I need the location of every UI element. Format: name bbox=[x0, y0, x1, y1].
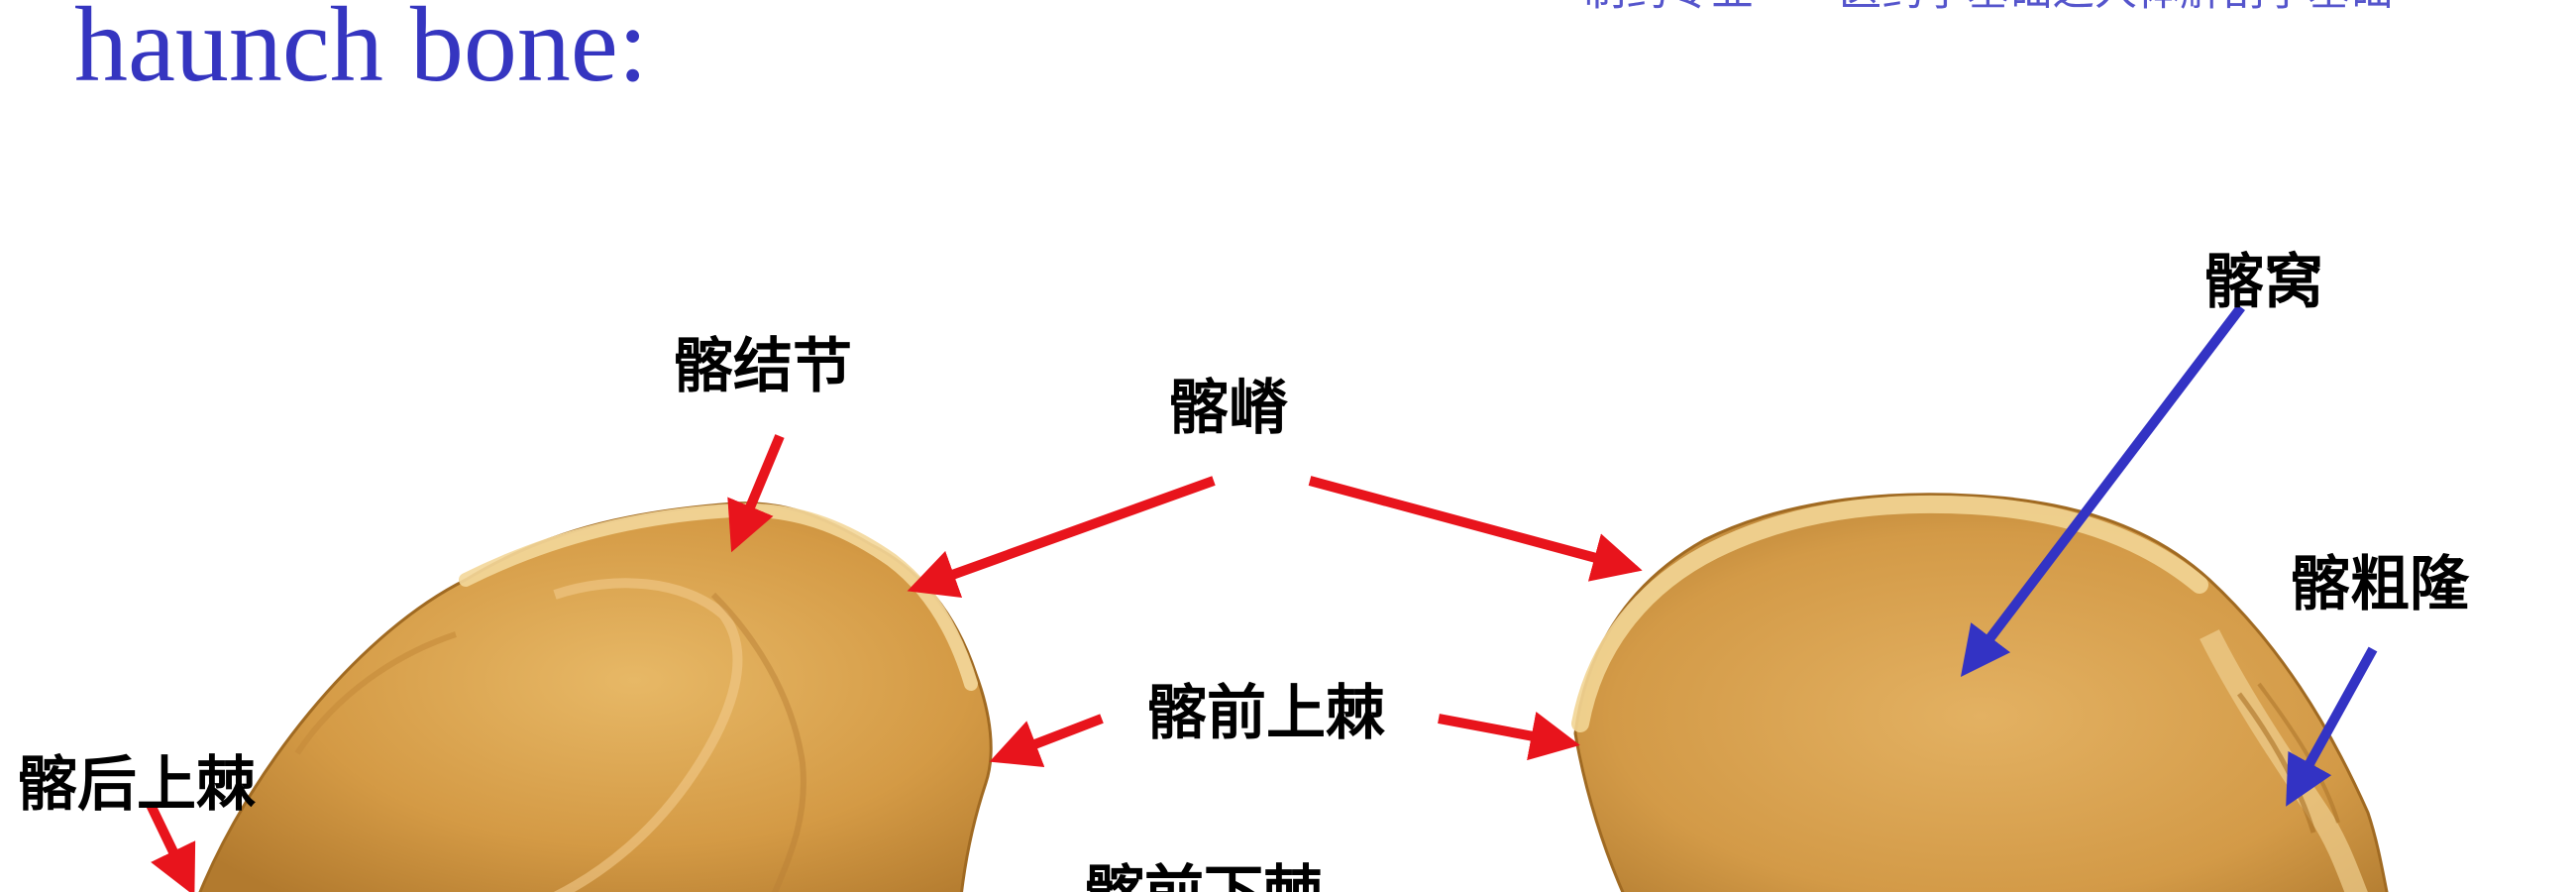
label-anterior-superior-iliac-spine: 髂前上棘 bbox=[1147, 679, 1385, 748]
label-iliac-tuberosity: 髂粗隆 bbox=[2291, 550, 2470, 619]
arrow-asis-right bbox=[1438, 712, 1580, 761]
header-note: 制药专业——医药学基础之人体解剖学基础 bbox=[1583, 0, 2515, 19]
arrow-asis-left bbox=[989, 714, 1104, 767]
arrow-iliac-crest-left bbox=[907, 476, 1216, 598]
arrow-iliac-fossa bbox=[1960, 303, 2245, 677]
slide-title: haunch bone: bbox=[74, 0, 648, 104]
label-iliac-tubercle: 髂结节 bbox=[674, 332, 852, 401]
label-posterior-superior-iliac-spine: 髂后上棘 bbox=[18, 750, 256, 820]
label-iliac-crest: 髂嵴 bbox=[1169, 374, 1288, 443]
right-ilium-bone bbox=[1571, 493, 2389, 892]
arrow-iliac-crest-right bbox=[1308, 476, 1643, 582]
left-ilium-bone bbox=[198, 502, 993, 892]
arrow-psis bbox=[146, 802, 196, 892]
arrow-iliac-tubercle bbox=[727, 434, 785, 553]
label-anterior-inferior-iliac-spine: 髂前下棘 bbox=[1085, 859, 1323, 892]
label-iliac-fossa: 髂窝 bbox=[2204, 248, 2323, 317]
arrow-iliac-tuberosity bbox=[2286, 646, 2378, 807]
